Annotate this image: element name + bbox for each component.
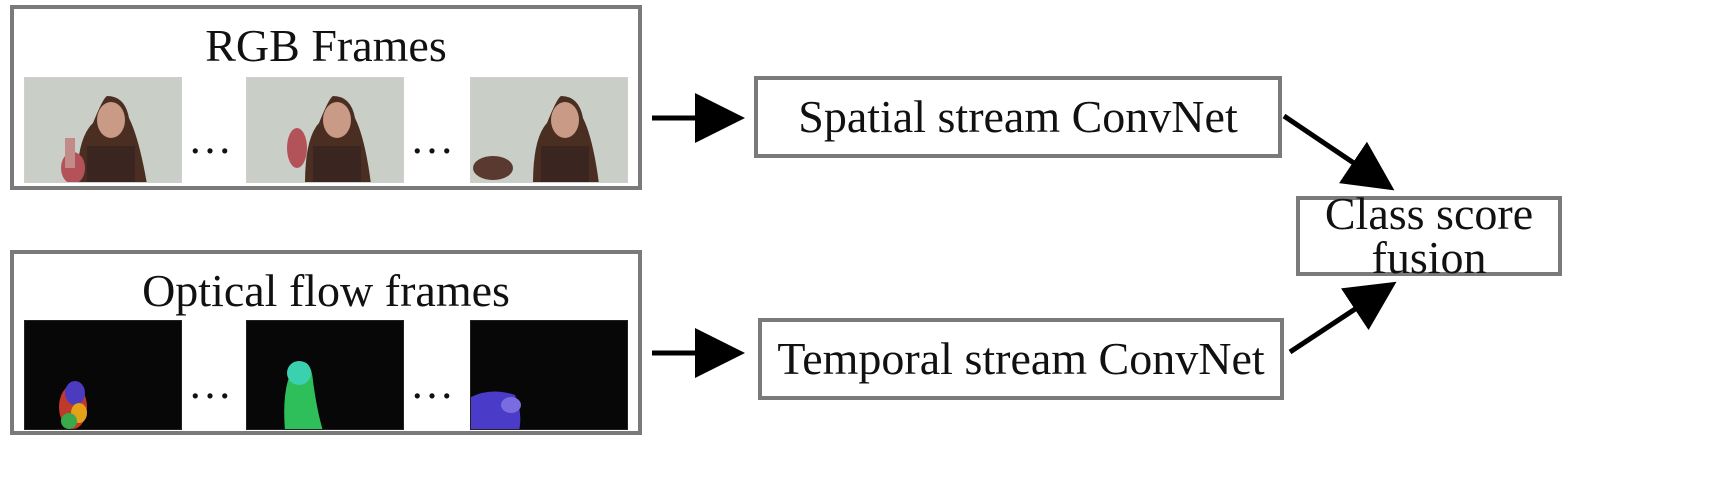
spatial-stream-label: Spatial stream ConvNet bbox=[798, 91, 1238, 142]
rgb-frame-2 bbox=[246, 77, 404, 183]
rgb-ellipsis-2: … bbox=[410, 114, 462, 163]
rgb-frame-1 bbox=[24, 77, 182, 183]
optical-flow-panel: Optical flow frames … … bbox=[10, 250, 642, 435]
fusion-label-line2: fusion bbox=[1371, 232, 1487, 283]
rgb-frames-title: RGB Frames bbox=[205, 20, 447, 71]
rgb-frame-3 bbox=[470, 77, 628, 183]
fusion-label-line1: Class score bbox=[1324, 188, 1534, 240]
arrow-temporal-to-fusion bbox=[1288, 281, 1397, 355]
rgb-ellipsis-1: … bbox=[188, 114, 240, 163]
flow-frame-3 bbox=[470, 320, 628, 430]
spatial-stream-convnet-box: Spatial stream ConvNet bbox=[754, 76, 1282, 158]
flow-ellipsis-1: … bbox=[188, 359, 240, 408]
temporal-stream-convnet-box: Temporal stream ConvNet bbox=[758, 318, 1284, 400]
flow-frame-1 bbox=[24, 320, 182, 430]
class-score-fusion-box: Class score fusion bbox=[1296, 191, 1562, 280]
flow-frame-2 bbox=[246, 320, 404, 430]
optical-flow-title: Optical flow frames bbox=[142, 265, 510, 316]
temporal-stream-label: Temporal stream ConvNet bbox=[777, 333, 1265, 384]
flow-ellipsis-2: … bbox=[410, 359, 462, 408]
rgb-frames-panel: RGB Frames … … bbox=[10, 5, 642, 190]
arrow-spatial-to-fusion bbox=[1282, 113, 1395, 191]
